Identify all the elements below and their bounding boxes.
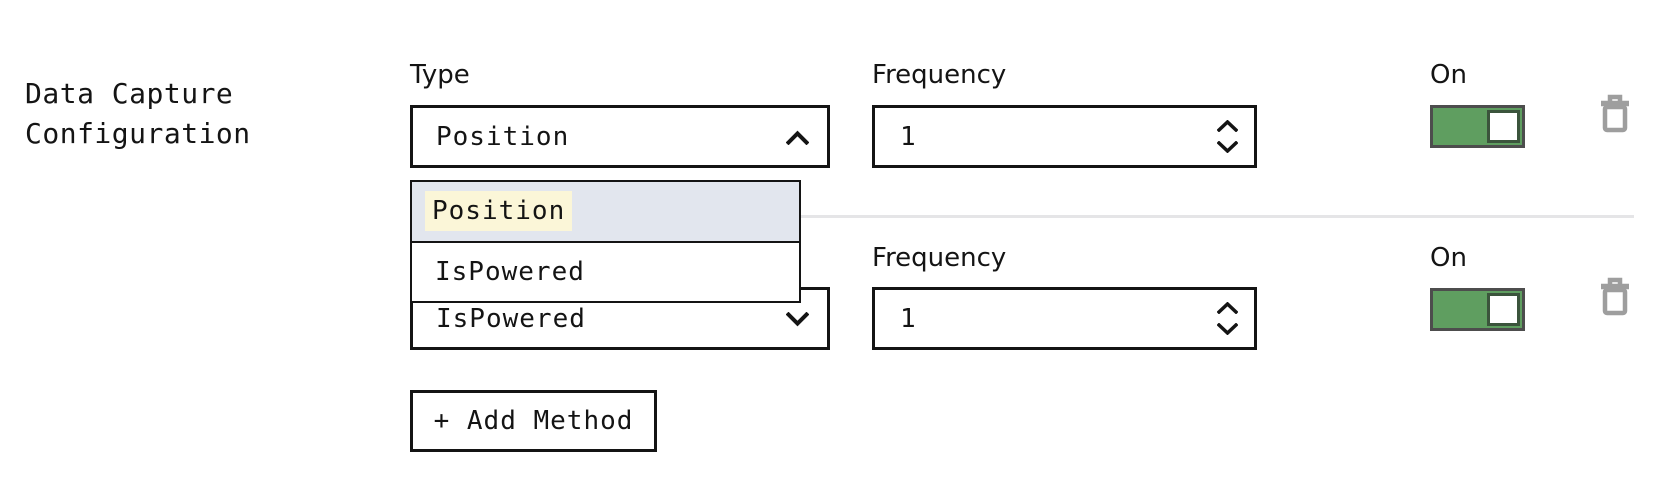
row-divider [410,215,1634,218]
toggle-knob [1487,110,1520,143]
section-title: Data Capture Configuration [25,77,251,150]
type-select-dropdown: Position IsPowered [410,180,801,303]
stepper-down-icon[interactable] [1217,141,1238,153]
frequency-input-row-1[interactable] [875,108,1200,165]
type-select-row-1[interactable]: Position [410,105,830,168]
frequency-label: Frequency [872,60,1007,90]
on-toggle-row-1[interactable] [1430,105,1525,148]
delete-method-button-row-1[interactable] [1597,93,1633,135]
chevron-up-icon [785,122,810,152]
chevron-down-icon [785,304,810,334]
on-label: On [1430,60,1467,90]
toggle-knob [1487,293,1520,326]
dropdown-option-label: IsPowered [435,256,585,287]
dropdown-option-label: Position [425,191,573,232]
dropdown-option-ispowered[interactable]: IsPowered [412,240,799,302]
frequency-steppers-row-1 [1217,108,1238,165]
type-select-value: IsPowered [436,303,586,334]
trash-icon [1601,94,1629,133]
frequency-field-row-1 [872,105,1257,168]
frequency-label: Frequency [872,243,1007,273]
dropdown-option-position[interactable]: Position [412,182,799,241]
frequency-input-row-2[interactable] [875,290,1200,347]
stepper-down-icon[interactable] [1217,323,1238,335]
type-label: Type [410,60,470,90]
frequency-field-row-2 [872,287,1257,350]
type-select-value: Position [436,121,570,152]
trash-icon [1601,277,1629,316]
add-method-button[interactable]: + Add Method [410,390,657,452]
delete-method-button-row-2[interactable] [1597,276,1633,318]
stepper-up-icon[interactable] [1217,302,1238,314]
stepper-up-icon[interactable] [1217,120,1238,132]
frequency-steppers-row-2 [1217,290,1238,347]
on-toggle-row-2[interactable] [1430,288,1525,331]
on-label: On [1430,243,1467,273]
